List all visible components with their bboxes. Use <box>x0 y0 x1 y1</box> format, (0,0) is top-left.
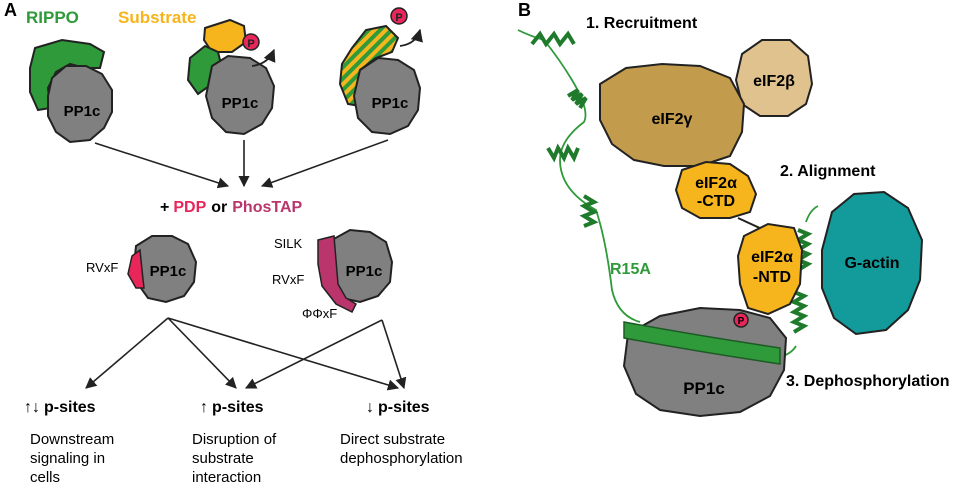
outcome-arrow <box>381 319 407 390</box>
eif2g-label: eIF2γ <box>652 111 693 128</box>
pp1c-shape <box>352 56 422 136</box>
r15a-helix <box>530 30 576 48</box>
r15a-label: R15A <box>610 261 651 278</box>
complex-rippo-pp1c: PP1c <box>29 38 113 144</box>
release-arrow <box>399 28 423 47</box>
plus-sign: + <box>160 199 169 216</box>
pp1c-shape <box>47 65 113 144</box>
pp1c-label: PP1c <box>372 95 409 112</box>
phospho-label: P <box>395 12 402 24</box>
complex-rippo-substrate-pp1c: P PP1c <box>186 18 276 136</box>
outcome-desc-line: Disruption of <box>192 431 277 448</box>
pp1c-label: PP1c <box>64 103 101 120</box>
outcome-1: ↑↓p-sites Downstream signaling in cells <box>24 399 114 486</box>
r15a-helix <box>579 194 599 228</box>
or-label: or <box>211 199 227 216</box>
outcome-2: ↑p-sites Disruption of substrate interac… <box>192 399 277 486</box>
pp1c-label: PP1c <box>683 379 725 398</box>
r15a-helix <box>546 143 580 163</box>
eif2a-ctd-label-1: eIF2α <box>695 175 737 192</box>
pp1c-label: PP1c <box>222 95 259 112</box>
complex-fused-pp1c: P PP1c <box>338 7 423 136</box>
reagent-line: +PDP or PhosTAP <box>160 199 303 216</box>
outcome-arrow <box>167 317 237 389</box>
r15a-linker <box>543 39 641 323</box>
pp1c-shape <box>204 54 276 136</box>
rvxf-motif-label: RVxF <box>86 260 118 275</box>
phospho-label: P <box>247 38 254 50</box>
converge-arrow <box>94 142 230 189</box>
outcome-desc-line: substrate <box>192 450 254 467</box>
substrate-shape <box>202 18 248 53</box>
outcome-desc-line: signaling in <box>30 450 105 467</box>
g-actin-shape <box>821 190 924 336</box>
release-arrow <box>251 48 276 67</box>
eif2b-label: eIF2β <box>753 73 795 90</box>
converge-arrow <box>260 139 389 188</box>
eif2a-ntd-shape <box>736 222 804 316</box>
pp1c-shape <box>622 306 788 418</box>
silk-motif-label: SILK <box>274 236 303 251</box>
outcome-desc-line: Downstream <box>30 431 114 448</box>
g-actin-label: G-actin <box>844 255 899 272</box>
r15a-linker <box>805 205 819 223</box>
step-dephosphorylation: 3. Dephosphorylation <box>786 373 950 390</box>
panel-b-label: B <box>518 0 531 20</box>
outcome-arrow <box>244 319 383 389</box>
pdp-shape <box>127 248 145 289</box>
outcome-desc-line: cells <box>30 469 60 486</box>
legend-rippo: RIPPO <box>26 8 79 27</box>
outcome-heading: ↑p-sites <box>200 399 264 416</box>
outcome-desc-line: interaction <box>192 469 261 486</box>
outcome-arrow <box>167 317 400 391</box>
phospho-icon <box>733 312 749 328</box>
step-recruitment: 1. Recruitment <box>586 15 698 32</box>
phiphixf-motif-label: ΦΦxF <box>302 306 337 321</box>
legend-substrate: Substrate <box>118 8 196 27</box>
eif2a-ntd-label-1: eIF2α <box>751 249 793 266</box>
eif2a-ntd-label-2: -NTD <box>753 269 791 286</box>
outcome-desc-line: dephosphorylation <box>340 450 463 467</box>
outcome-arrow <box>85 317 169 389</box>
step-alignment: 2. Alignment <box>780 163 876 180</box>
outcome-3: ↓p-sites Direct substrate dephosphorylat… <box>340 399 463 467</box>
outcome-heading: ↑↓p-sites <box>24 399 96 416</box>
phospho-icon <box>242 33 260 51</box>
pp1c-label: PP1c <box>150 263 187 280</box>
phospho-icon <box>390 7 408 25</box>
panel-a-label: A <box>4 0 17 20</box>
eif2g-shape <box>599 62 746 167</box>
phospho-label: P <box>738 316 745 327</box>
r15a-wrap <box>623 321 781 365</box>
phostap-pp1c-complex: SILK RVxF ΦΦxF PP1c <box>272 228 394 321</box>
r15a-helix <box>566 88 588 110</box>
eif2a-ctd-shape <box>674 160 758 219</box>
phostap-label: PhosTAP <box>232 199 302 216</box>
pdp-label: PDP <box>173 199 206 216</box>
pdp-pp1c-complex: RVxF PP1c <box>86 235 198 304</box>
outcome-heading: ↓p-sites <box>366 399 430 416</box>
eif2a-ctd-label-2: -CTD <box>697 193 735 210</box>
outcome-desc-line: Direct substrate <box>340 431 445 448</box>
phostap-shape <box>317 235 357 314</box>
rvxf-motif-label: RVxF <box>272 272 304 287</box>
r15a-helix <box>789 290 809 334</box>
pp1c-label: PP1c <box>346 263 383 280</box>
